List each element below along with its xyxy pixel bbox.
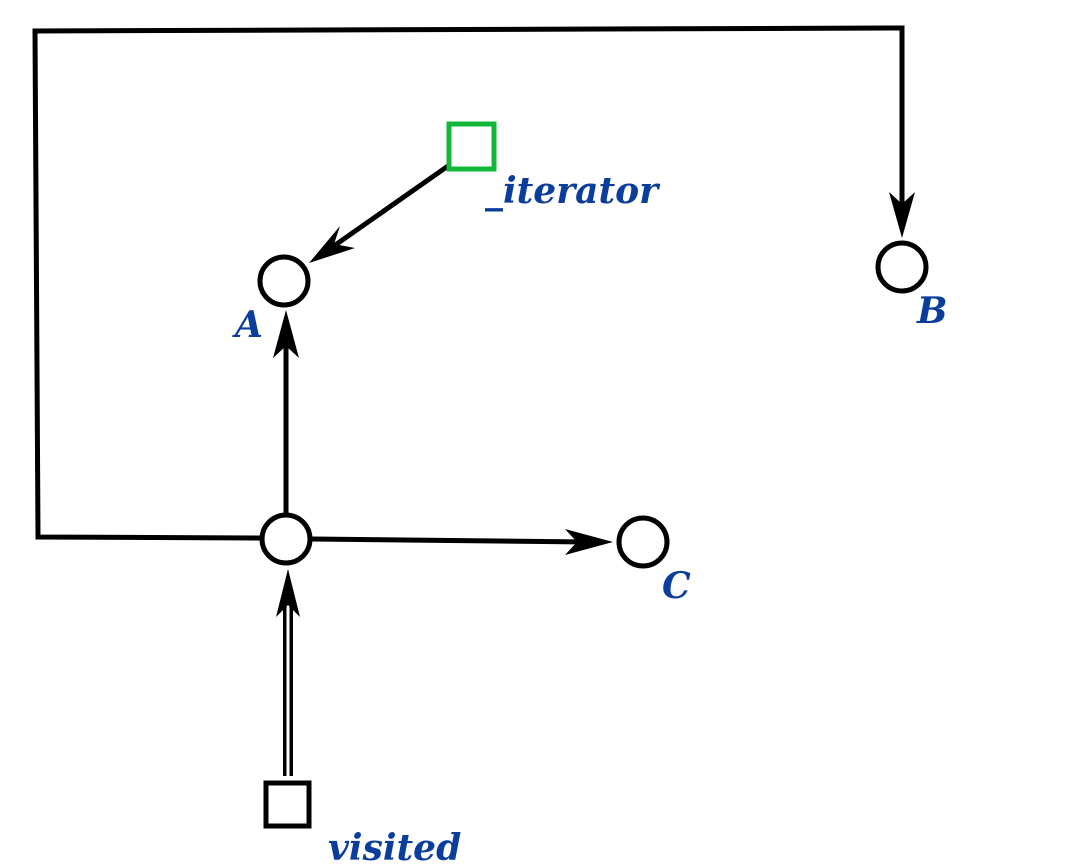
label-b: B	[916, 290, 947, 332]
arrowhead-a	[273, 310, 299, 358]
label-visited: visited	[328, 827, 461, 867]
iterator-box	[446, 121, 497, 172]
label-a: A	[232, 304, 263, 346]
arrowhead-visited	[276, 569, 300, 617]
arrowhead-b	[889, 192, 915, 238]
node-a	[257, 254, 311, 308]
visited-box	[263, 780, 312, 829]
label-iterator: _iterator	[485, 170, 661, 212]
arrowhead-iterator	[309, 226, 355, 263]
edge-iterator-to-a	[329, 163, 450, 251]
arrowhead-c	[565, 529, 613, 555]
node-c	[616, 515, 670, 569]
edge-center-to-b	[32, 25, 905, 541]
node-b	[875, 240, 929, 294]
node-center	[259, 512, 313, 566]
label-c: C	[662, 565, 691, 607]
edge-center-to-c	[311, 536, 589, 545]
